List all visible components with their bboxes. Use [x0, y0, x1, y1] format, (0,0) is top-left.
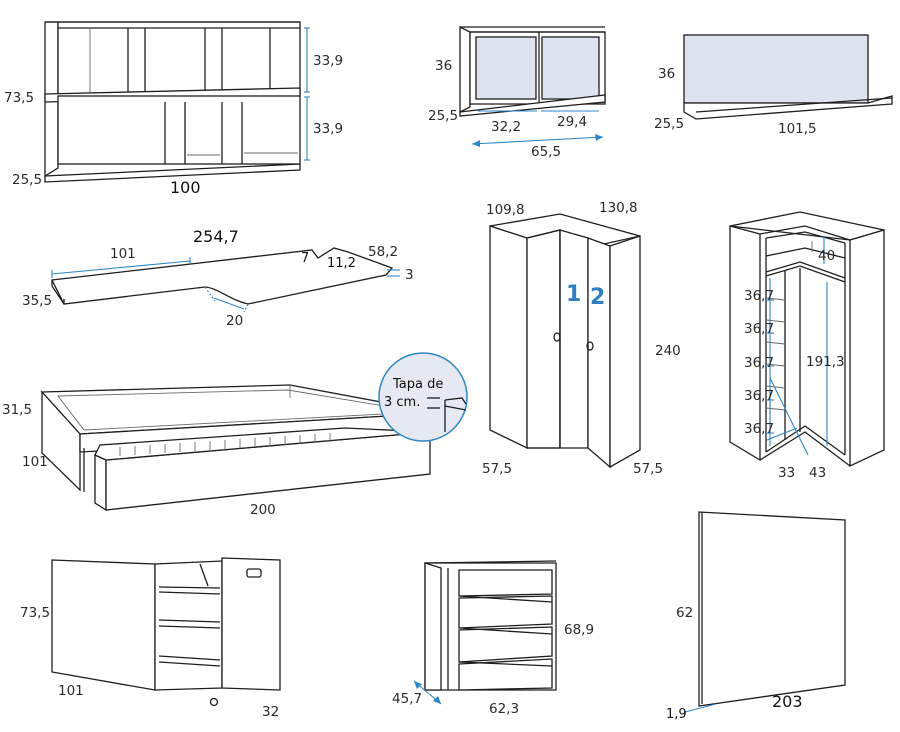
open-wardrobe-shelf-1: 36,7 — [744, 288, 774, 304]
bed-callout-line1: Tapa de — [392, 377, 443, 392]
wardrobe-height: 240 — [655, 343, 681, 359]
open-wardrobe-shelf-5: 36,7 — [744, 421, 774, 437]
open-wardrobe-shelf-3: 36,7 — [744, 355, 774, 371]
wall-panel-depth: 25,5 — [654, 116, 684, 132]
open-wardrobe-inner-height: 191,3 — [806, 354, 845, 370]
bed-width: 101 — [22, 454, 48, 470]
corner-wardrobe-open-drawing — [729, 211, 885, 468]
shelf-unit-width: 100 — [170, 178, 201, 197]
wardrobe-bottom-left: 57,5 — [482, 461, 512, 477]
wardrobe-top-right: 130,8 — [599, 200, 638, 216]
open-wardrobe-inner-b: 43 — [809, 465, 826, 481]
trundle-bed-drawing — [40, 352, 468, 512]
shelf-unit-lower-height: 33,9 — [313, 121, 343, 137]
bed-length: 200 — [250, 502, 276, 518]
desk-curve-gap: 20 — [226, 313, 243, 329]
desk-thickness: 3 — [405, 267, 414, 283]
corner-wardrobe-front-drawing — [489, 213, 641, 469]
wall-panel-height: 36 — [658, 66, 675, 82]
desk-total-width: 254,7 — [193, 227, 239, 246]
desk-unit-width: 101 — [58, 683, 84, 699]
wall-shelf-height: 36 — [435, 58, 452, 74]
wardrobe-label-2: 2 — [590, 285, 605, 310]
shelf-unit-upper-height: 33,9 — [313, 53, 343, 69]
panel-height: 62 — [676, 605, 693, 621]
chest-height: 68,9 — [564, 622, 594, 638]
open-wardrobe-top-section: 40 — [818, 248, 835, 264]
wall-panel-width: 101,5 — [778, 121, 817, 137]
desk-unit-drawing — [51, 557, 281, 707]
desk-unit-depth: 32 — [262, 704, 279, 720]
wall-panel-drawing — [683, 34, 893, 120]
wall-shelf-depth: 25,5 — [428, 108, 458, 124]
panel-thickness: 1,9 — [666, 707, 687, 722]
desk-unit-height: 73,5 — [20, 605, 50, 621]
open-wardrobe-shelf-4: 36,7 — [744, 388, 774, 404]
wardrobe-top-left: 109,8 — [486, 202, 525, 218]
chest-depth: 45,7 — [392, 691, 422, 707]
wall-shelf-right-width: 29,4 — [557, 114, 587, 130]
chest-width: 62,3 — [489, 701, 519, 717]
wall-shelf-drawing — [459, 25, 606, 147]
panel-width: 203 — [772, 692, 803, 711]
shelf-unit-drawing — [44, 21, 310, 183]
desk-left-width: 101 — [110, 246, 136, 262]
panel-drawing — [684, 511, 846, 713]
desk-top-drawing — [51, 247, 400, 313]
bed-height: 31,5 — [2, 402, 32, 418]
shelf-unit-depth: 25,5 — [12, 172, 42, 188]
shelf-unit-height: 73,5 — [4, 90, 34, 106]
bed-callout-line2: 3 cm. — [384, 395, 420, 410]
open-wardrobe-shelf-2: 36,7 — [744, 321, 774, 337]
desk-right-depth: 58,2 — [368, 244, 398, 260]
open-wardrobe-inner-a: 33 — [778, 465, 795, 481]
chest-drawing — [413, 560, 557, 705]
wall-shelf-total-width: 65,5 — [531, 144, 561, 160]
desk-depth: 35,5 — [22, 293, 52, 309]
desk-notch-b: 11,2 — [327, 256, 356, 271]
wardrobe-label-1: 1 — [566, 282, 581, 307]
wall-shelf-left-width: 32,2 — [491, 119, 521, 135]
desk-notch-a: 7 — [301, 251, 309, 266]
wardrobe-bottom-right: 57,5 — [633, 461, 663, 477]
